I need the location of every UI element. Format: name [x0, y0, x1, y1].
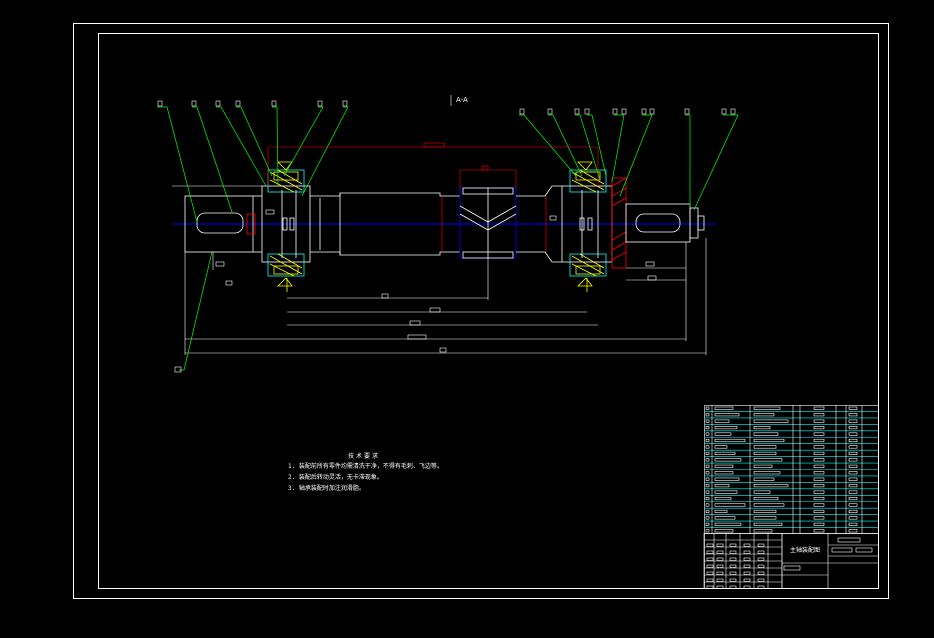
view-label: A-A — [456, 96, 468, 104]
parts-list — [704, 405, 879, 534]
note-line-1: 1. 装配前所有零件均需清洗干净，不得有毛刺、飞边等。 — [288, 463, 443, 470]
leader-lines — [157, 106, 739, 371]
balloon-boxes — [157, 95, 736, 373]
notes-title: 技术要求 — [348, 453, 381, 460]
note-line-2: 2. 装配后转动灵活，无卡滞现象。 — [288, 474, 383, 481]
outer-frame — [73, 23, 889, 599]
drawing-name: 主轴装配图 — [790, 547, 821, 554]
note-line-3: 3. 轴承装配时加注润滑脂。 — [288, 485, 365, 492]
inner-frame — [98, 33, 879, 589]
title-block — [703, 533, 879, 589]
shaft-assembly — [172, 142, 716, 355]
